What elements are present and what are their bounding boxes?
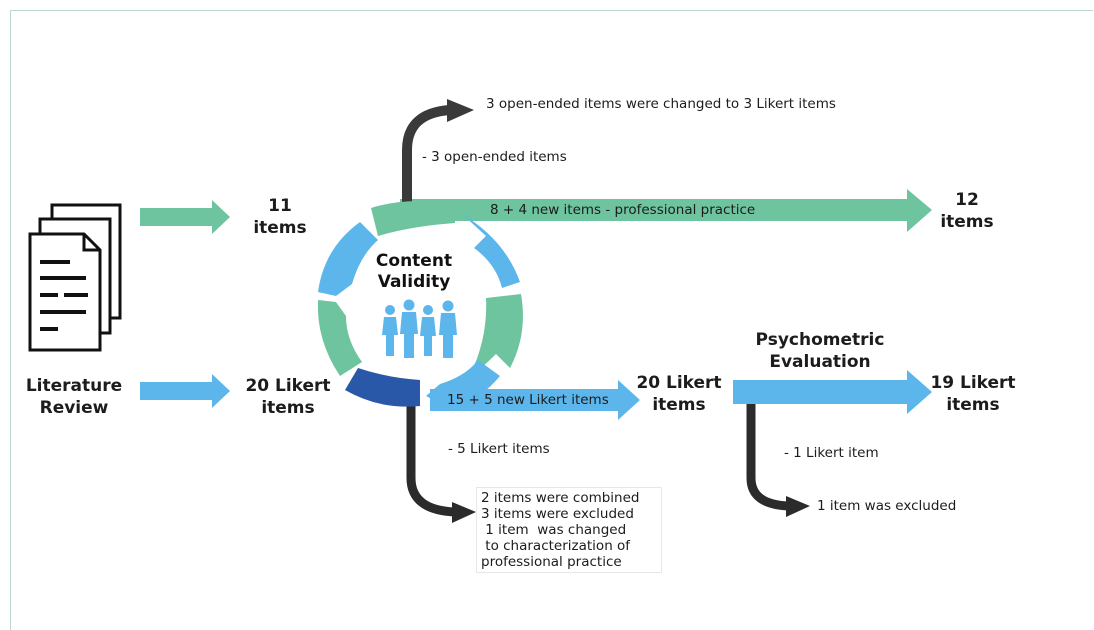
psychometric-removed: - 1 Likert item	[784, 445, 879, 461]
psychometric-result: 19 Likert items	[930, 373, 1016, 415]
bottom-branch-arrow	[406, 400, 456, 517]
blue-flow-result: 20 Likert items	[636, 373, 722, 415]
top-branch-removed: - 3 open-ended items	[422, 149, 567, 165]
top-branch-arrow	[402, 105, 451, 202]
flow-diagram	[28, 99, 932, 523]
ring-segment-left	[317, 300, 362, 376]
ring-segment-top	[371, 201, 455, 236]
top-branch-result: 3 open-ended items were changed to 3 Lik…	[486, 96, 836, 112]
blue-flow-arrow	[430, 380, 640, 420]
note-line: 2 items were combined	[481, 490, 640, 506]
note-line: to characterization of	[481, 538, 631, 554]
blue-count-label: 20 Likert items	[245, 376, 331, 418]
note-line: professional practice	[481, 554, 622, 570]
content-validity-title: Content Validity	[375, 251, 453, 292]
green-flow-label: 8 + 4 new items - professional practice	[490, 202, 756, 218]
green-flow-result: 12 items	[940, 190, 994, 232]
group-of-people-icon	[382, 299, 457, 358]
green-input-arrow	[140, 200, 230, 234]
green-count-label: 11 items	[253, 196, 307, 238]
psychometric-title: Psychometric Evaluation	[755, 330, 885, 372]
diagram-frame	[10, 10, 1093, 630]
psychometric-excluded: 1 item was excluded	[817, 498, 957, 514]
green-flow-arrow	[400, 189, 932, 232]
note-line: 3 items were excluded	[481, 506, 634, 522]
ring-segment-right	[470, 294, 523, 375]
ring-segment-bottom	[345, 368, 420, 407]
bottom-branch-notes: 2 items were combined 3 items were exclu…	[476, 487, 662, 573]
documents-icon	[28, 203, 122, 352]
ring-segment-top-right	[462, 214, 520, 288]
psychometric-branch-arrowhead	[786, 496, 810, 517]
top-branch-arrowhead	[447, 99, 474, 122]
blue-input-arrow	[140, 374, 230, 408]
psychometric-branch-arrow	[746, 404, 791, 511]
bottom-branch-removed: - 5 Likert items	[448, 441, 550, 457]
note-line: 1 item was changed	[481, 522, 627, 538]
content-validity-ring	[317, 201, 523, 410]
literature-review-label: Literature Review	[25, 376, 123, 418]
blue-flow-label: 15 + 5 new Likert items	[447, 392, 609, 408]
psychometric-arrow	[733, 370, 932, 414]
bottom-branch-arrowhead	[452, 502, 476, 523]
ring-segment-top-left	[318, 222, 378, 296]
